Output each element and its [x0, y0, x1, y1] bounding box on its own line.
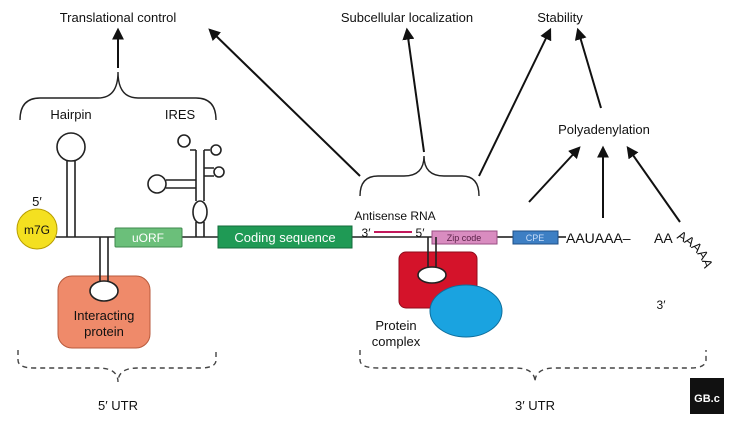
protein-complex: Protein complex [372, 237, 503, 349]
protein-complex-label-line1: Protein [375, 318, 416, 333]
interacting-protein-label-line1: Interacting [74, 308, 135, 323]
antisense-brace [359, 155, 480, 197]
uorf-label: uORF [132, 231, 164, 245]
gb-logo-text: GB.c [694, 393, 720, 405]
arrow-cpe-to-polyadenylation [528, 146, 581, 203]
hairpin-label: Hairpin [50, 107, 91, 122]
poly-a-tail-label: AAAAA [675, 228, 716, 271]
aauaaa-signal-label: AAUAAA– [566, 230, 631, 246]
coding-sequence-box [217, 225, 353, 249]
utr3-brace [359, 350, 707, 383]
arrow-polya-to-polyadenylation [626, 146, 681, 223]
ires-structure [147, 134, 225, 237]
zip-code-box [431, 230, 498, 245]
three-prime-end-label: 3′ [657, 298, 667, 312]
m7g-cap [16, 208, 58, 250]
utr3-label: 3′ UTR [515, 398, 555, 413]
cpe-box [512, 230, 559, 245]
arrow-polyadenylation-to-stability [574, 27, 602, 109]
interacting-protein-label-line2: protein [84, 324, 124, 339]
cpe-label: CPE [526, 233, 545, 243]
gb-logo: GB.c [690, 378, 724, 414]
subcellular-localization-label: Subcellular localization [341, 10, 473, 25]
five-prime-label: 5′ [32, 194, 42, 209]
stability-label: Stability [537, 10, 583, 25]
poly-a-head-label: AA [654, 230, 673, 246]
antisense-3prime-label: 3′ [362, 226, 372, 240]
utr5-brace [17, 350, 217, 383]
arrow-localization [402, 27, 425, 153]
uorf-box [114, 227, 183, 248]
antisense-5prime-label: 5′ [416, 226, 426, 240]
utr5-label: 5′ UTR [98, 398, 138, 413]
translational-control-label: Translational control [60, 10, 177, 25]
arrow-antisense-to-translational [208, 28, 361, 177]
polyadenylation-label: Polyadenylation [558, 122, 650, 137]
antisense-rna-label: Antisense RNA [354, 209, 435, 223]
translational-brace [19, 71, 217, 121]
hairpin-structure [56, 132, 86, 237]
coding-sequence-label: Coding sequence [234, 230, 335, 245]
interacting-protein: Interacting protein [57, 237, 151, 349]
protein-complex-label-line2: complex [372, 334, 421, 349]
m7g-cap-label: m7G [24, 223, 50, 237]
zip-code-label: Zip code [447, 233, 482, 243]
ires-label: IRES [165, 107, 196, 122]
arrow-antisense-to-stability [478, 27, 552, 177]
